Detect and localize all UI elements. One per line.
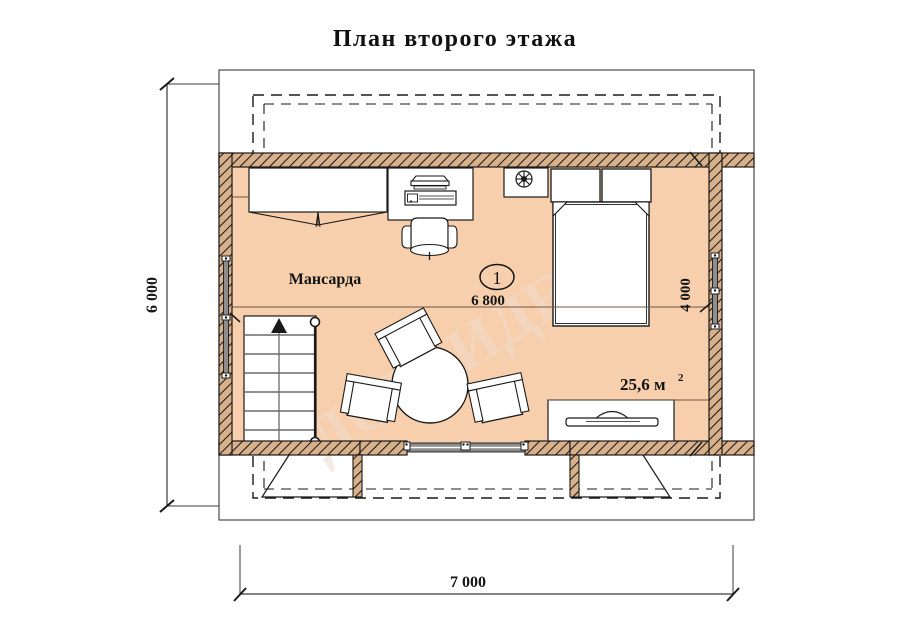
room-area-superscript: 2 (678, 372, 684, 384)
staircase-treads (244, 334, 316, 431)
office-chair-arm-right (447, 225, 458, 249)
wardrobe-body (248, 167, 388, 213)
bed-pillow-left (550, 168, 601, 203)
office-chair-arm-left (401, 225, 412, 249)
bed-fold-left (552, 201, 569, 218)
labels-group: Мансарда 1 6 800 4 000 25,6 м 2 (289, 263, 694, 394)
nightstand-with-lamp (503, 167, 549, 198)
dimension-vertical-left: 6 000 (144, 77, 219, 513)
bed-pillow-right (601, 168, 652, 203)
wall-bottom-right (569, 440, 755, 456)
double-bed (550, 168, 652, 327)
window-right-opening-mark (699, 301, 713, 313)
overall-width-label: 7 000 (450, 574, 486, 591)
walls-group (218, 152, 755, 456)
armchair-right (466, 372, 530, 424)
room-internal-lines (232, 196, 709, 401)
window-left-upper (221, 255, 231, 321)
page-title: План второго этажа (333, 26, 577, 52)
room-number-label: 1 (493, 268, 502, 288)
lamp-icon (515, 170, 533, 188)
bed-mattress (552, 201, 650, 327)
bed-mattress-inner (555, 204, 647, 324)
wall-bottom-mid-right (524, 440, 571, 456)
opening-mark-top-right (689, 151, 703, 167)
armchair-top (374, 307, 443, 369)
bed-fold-right (633, 201, 650, 218)
window-left-opening-mark (229, 312, 241, 323)
sofa-back (595, 410, 629, 419)
wardrobe-door-handle (315, 211, 321, 228)
staircase-up-arrow (271, 318, 287, 333)
room-number-ellipse (479, 263, 515, 291)
printer-icon (404, 175, 457, 206)
wardrobe (248, 167, 388, 228)
balcony-left-wall (352, 454, 363, 498)
windows-group (221, 252, 720, 453)
opening-mark-bottom-right (689, 441, 703, 457)
balcony-right-rail (579, 454, 672, 498)
dim-h-tick-left (233, 587, 247, 602)
balcony-right-wall (569, 454, 580, 498)
room-depth-label: 4 000 (678, 278, 694, 312)
window-bottom-sliding-door (403, 441, 529, 453)
desk-with-printer (387, 167, 474, 221)
overall-height-label: 6 000 (144, 277, 161, 313)
sofa-seat (565, 417, 659, 427)
dim-v-tick-bottom (159, 499, 175, 513)
balcony-group (260, 454, 672, 498)
staircase-body (243, 315, 317, 449)
armchair-left (339, 373, 403, 424)
round-table-set (339, 307, 530, 424)
wall-bottom-mid-left (359, 440, 408, 456)
room-area-label-group: 25,6 м 2 (620, 372, 684, 394)
window-left-lower (221, 312, 241, 379)
room-width-label: 6 800 (471, 293, 505, 309)
dimension-horizontal-bottom: 7 000 (233, 545, 740, 602)
balcony-left-rail (260, 454, 353, 498)
wall-bottom-left (218, 440, 361, 456)
wall-top (218, 152, 755, 168)
room-number-marker: 1 (479, 263, 515, 291)
staircase (243, 315, 321, 449)
opening-marks-group (689, 151, 703, 457)
dim-h-tick-right (726, 587, 740, 602)
office-chair (401, 217, 458, 260)
dim-v-tick-top (159, 77, 175, 91)
room-name-label: Мансарда (289, 271, 361, 288)
room-area-label: 25,6 м (620, 375, 666, 394)
window-right (699, 252, 720, 330)
